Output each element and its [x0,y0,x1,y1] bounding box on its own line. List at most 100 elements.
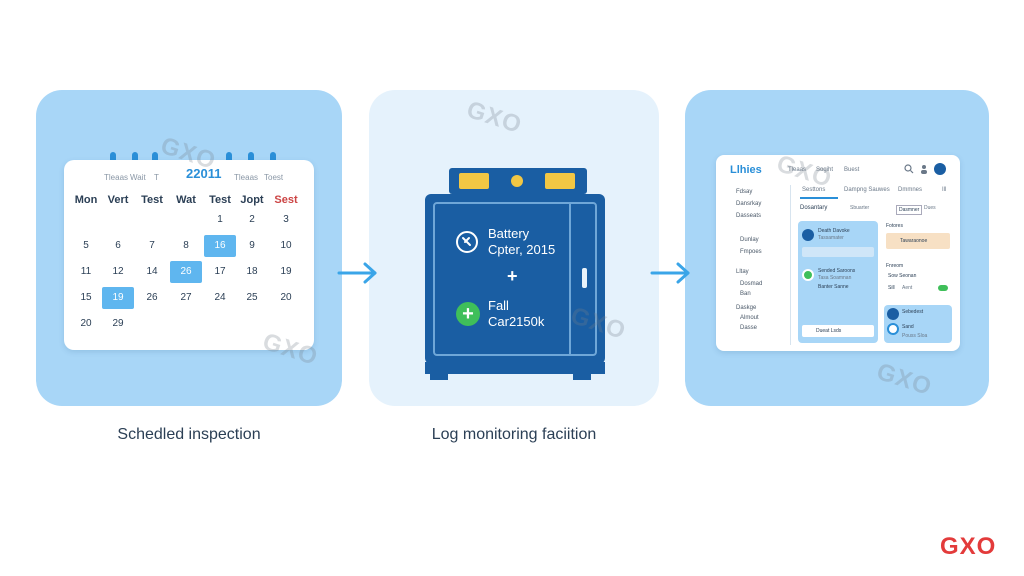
sidebar-item[interactable]: Dansrkay [736,201,762,207]
card-line: Sill [888,285,895,291]
calendar-day-cell[interactable]: 14 [146,266,158,277]
filter-dropdown[interactable]: Dues [924,205,936,211]
cabinet-door [569,204,599,354]
dashboard-nav-item[interactable]: Buest [844,167,860,173]
search-icon[interactable] [904,164,914,174]
card-line: Sended Saroons [818,268,856,274]
calendar-year: 22011 [186,166,222,181]
sidebar-item[interactable]: Ban [740,291,751,297]
info-circle-icon [887,308,899,320]
sidebar-item[interactable]: Lltay [736,269,749,275]
dashboard-tab[interactable]: Sesttons [802,187,826,193]
dashboard-title: Llhies [730,164,762,176]
calendar-day-cell[interactable]: 26 [146,292,158,303]
calendar-day-cell[interactable]: 15 [80,292,92,303]
calendar-day-cell[interactable]: 24 [214,292,226,303]
battery-model: Cpter, 2015 [488,242,556,257]
dashboard-tab[interactable]: Ill [942,187,947,193]
calendar-day-cell[interactable]: 8 [183,240,189,251]
brand-logo: GXO [940,533,997,560]
fault-code: Car2150k [488,314,545,329]
card-line: Death Davoke [818,228,850,234]
calendar-day-cell[interactable]: 6 [115,240,121,251]
status-indicator [511,175,523,187]
calendar-day-cell[interactable]: 2 [249,214,255,225]
sidebar-item[interactable]: Fdsay [736,189,753,195]
toggle-switch[interactable] [938,285,948,291]
calendar-header-label: Toest [264,173,284,182]
calendar-day-cell[interactable]: 19 [102,287,134,309]
sidebar-item[interactable]: Dosmad [740,281,763,287]
calendar-day-of-week: Vert [107,194,129,206]
filter-dropdown[interactable]: Dasmner [896,205,923,215]
door-handle [582,268,587,288]
calendar-header-label: T [154,173,159,182]
arrow-right-icon [337,262,377,284]
sidebar-item[interactable]: Dasse [740,325,758,331]
sidebar-item[interactable]: Daskge [736,305,757,311]
cabinet-frame [433,202,597,356]
battery-status-icon [456,231,478,253]
user-icon[interactable] [919,164,929,174]
status-circle-icon [802,229,814,241]
card-line: Sebedest [902,309,924,315]
warning-banner: Tawaraonoe [886,233,950,249]
sidebar-item[interactable]: Dunlay [740,237,759,243]
battery-slot [459,173,489,189]
settings-card: Fnreom Sow Seonan Sill Aent [884,261,952,301]
calendar-day-cell[interactable]: 19 [280,266,292,277]
card-line: Banter Sanne [818,284,849,290]
calendar-day-cell[interactable]: 11 [80,266,92,277]
calendar-day-cell[interactable]: 1 [217,214,223,225]
calendar-day-cell[interactable]: 9 [249,240,255,251]
card-footer[interactable]: Dueat Lsds [802,325,874,337]
calendar-day-of-week: Test [209,194,231,206]
dashboard-tab[interactable]: Dmmnes [898,187,923,193]
calendar-day-cell[interactable]: 12 [112,266,124,277]
caption-step-2: Log monitoring faciition [431,426,597,443]
battery-cabinet [425,194,605,364]
calendar-day-cell[interactable]: 5 [83,240,89,251]
battery-label: Battery [488,226,530,241]
sidebar-item[interactable]: Dasseats [736,213,762,219]
add-green-icon: + [456,302,480,326]
calendar-header-label: Tleaas [104,173,129,182]
calendar-day-cell[interactable]: 20 [80,318,92,329]
card-line: Fotores [886,223,903,229]
filter-dropdown[interactable]: Sbuarter [850,205,870,211]
calendar-day-cell[interactable]: 3 [283,214,289,225]
calendar-header-label: Wait [130,173,146,182]
calendar-day-cell[interactable]: 25 [246,292,258,303]
info-circle-icon [887,323,899,335]
arrow-right-icon [650,262,690,284]
dashboard-tab[interactable]: Dampng Sauwes [844,187,890,193]
calendar-day-cell[interactable]: 16 [204,235,236,257]
caption-step-1: Schedled inspection [117,426,261,443]
cabinet-foot [573,374,591,380]
card-line: Sand [902,324,914,330]
calendar-day-cell[interactable]: 18 [246,266,258,277]
calendar-day-cell[interactable]: 17 [214,266,226,277]
sidebar-item[interactable]: Almout [740,315,759,321]
avatar[interactable] [934,163,946,175]
dashboard-nav-item[interactable]: Sogiht [816,167,834,173]
calendar-day-cell[interactable]: 29 [112,318,124,329]
calendar-header-label: Tleaas [234,173,259,182]
card-line: Tasa Soamnan [818,275,852,281]
calendar-day-cell[interactable]: 10 [280,240,292,251]
cabinet-foot [430,374,448,380]
progress-bar [802,247,874,257]
calendar-day-cell[interactable]: 26 [170,261,202,283]
sidebar-item[interactable]: Fmpoes [740,249,762,255]
calendar-day-cell[interactable]: 7 [149,240,155,251]
card-line: Tawaraonoe [900,238,928,244]
calendar-day-of-week: Mon [74,194,98,206]
battery-slot [545,173,575,189]
card-line: Tassamater [818,235,844,241]
dashboard-subheader: Dosantary [800,205,828,211]
calendar-header: Tleaas Wait T Tleaas Toest [64,168,314,188]
calendar-day-cell[interactable]: 20 [280,292,292,303]
dashboard-nav-item[interactable]: Tleaas [788,167,807,173]
calendar-day-cell[interactable]: 27 [180,292,192,303]
